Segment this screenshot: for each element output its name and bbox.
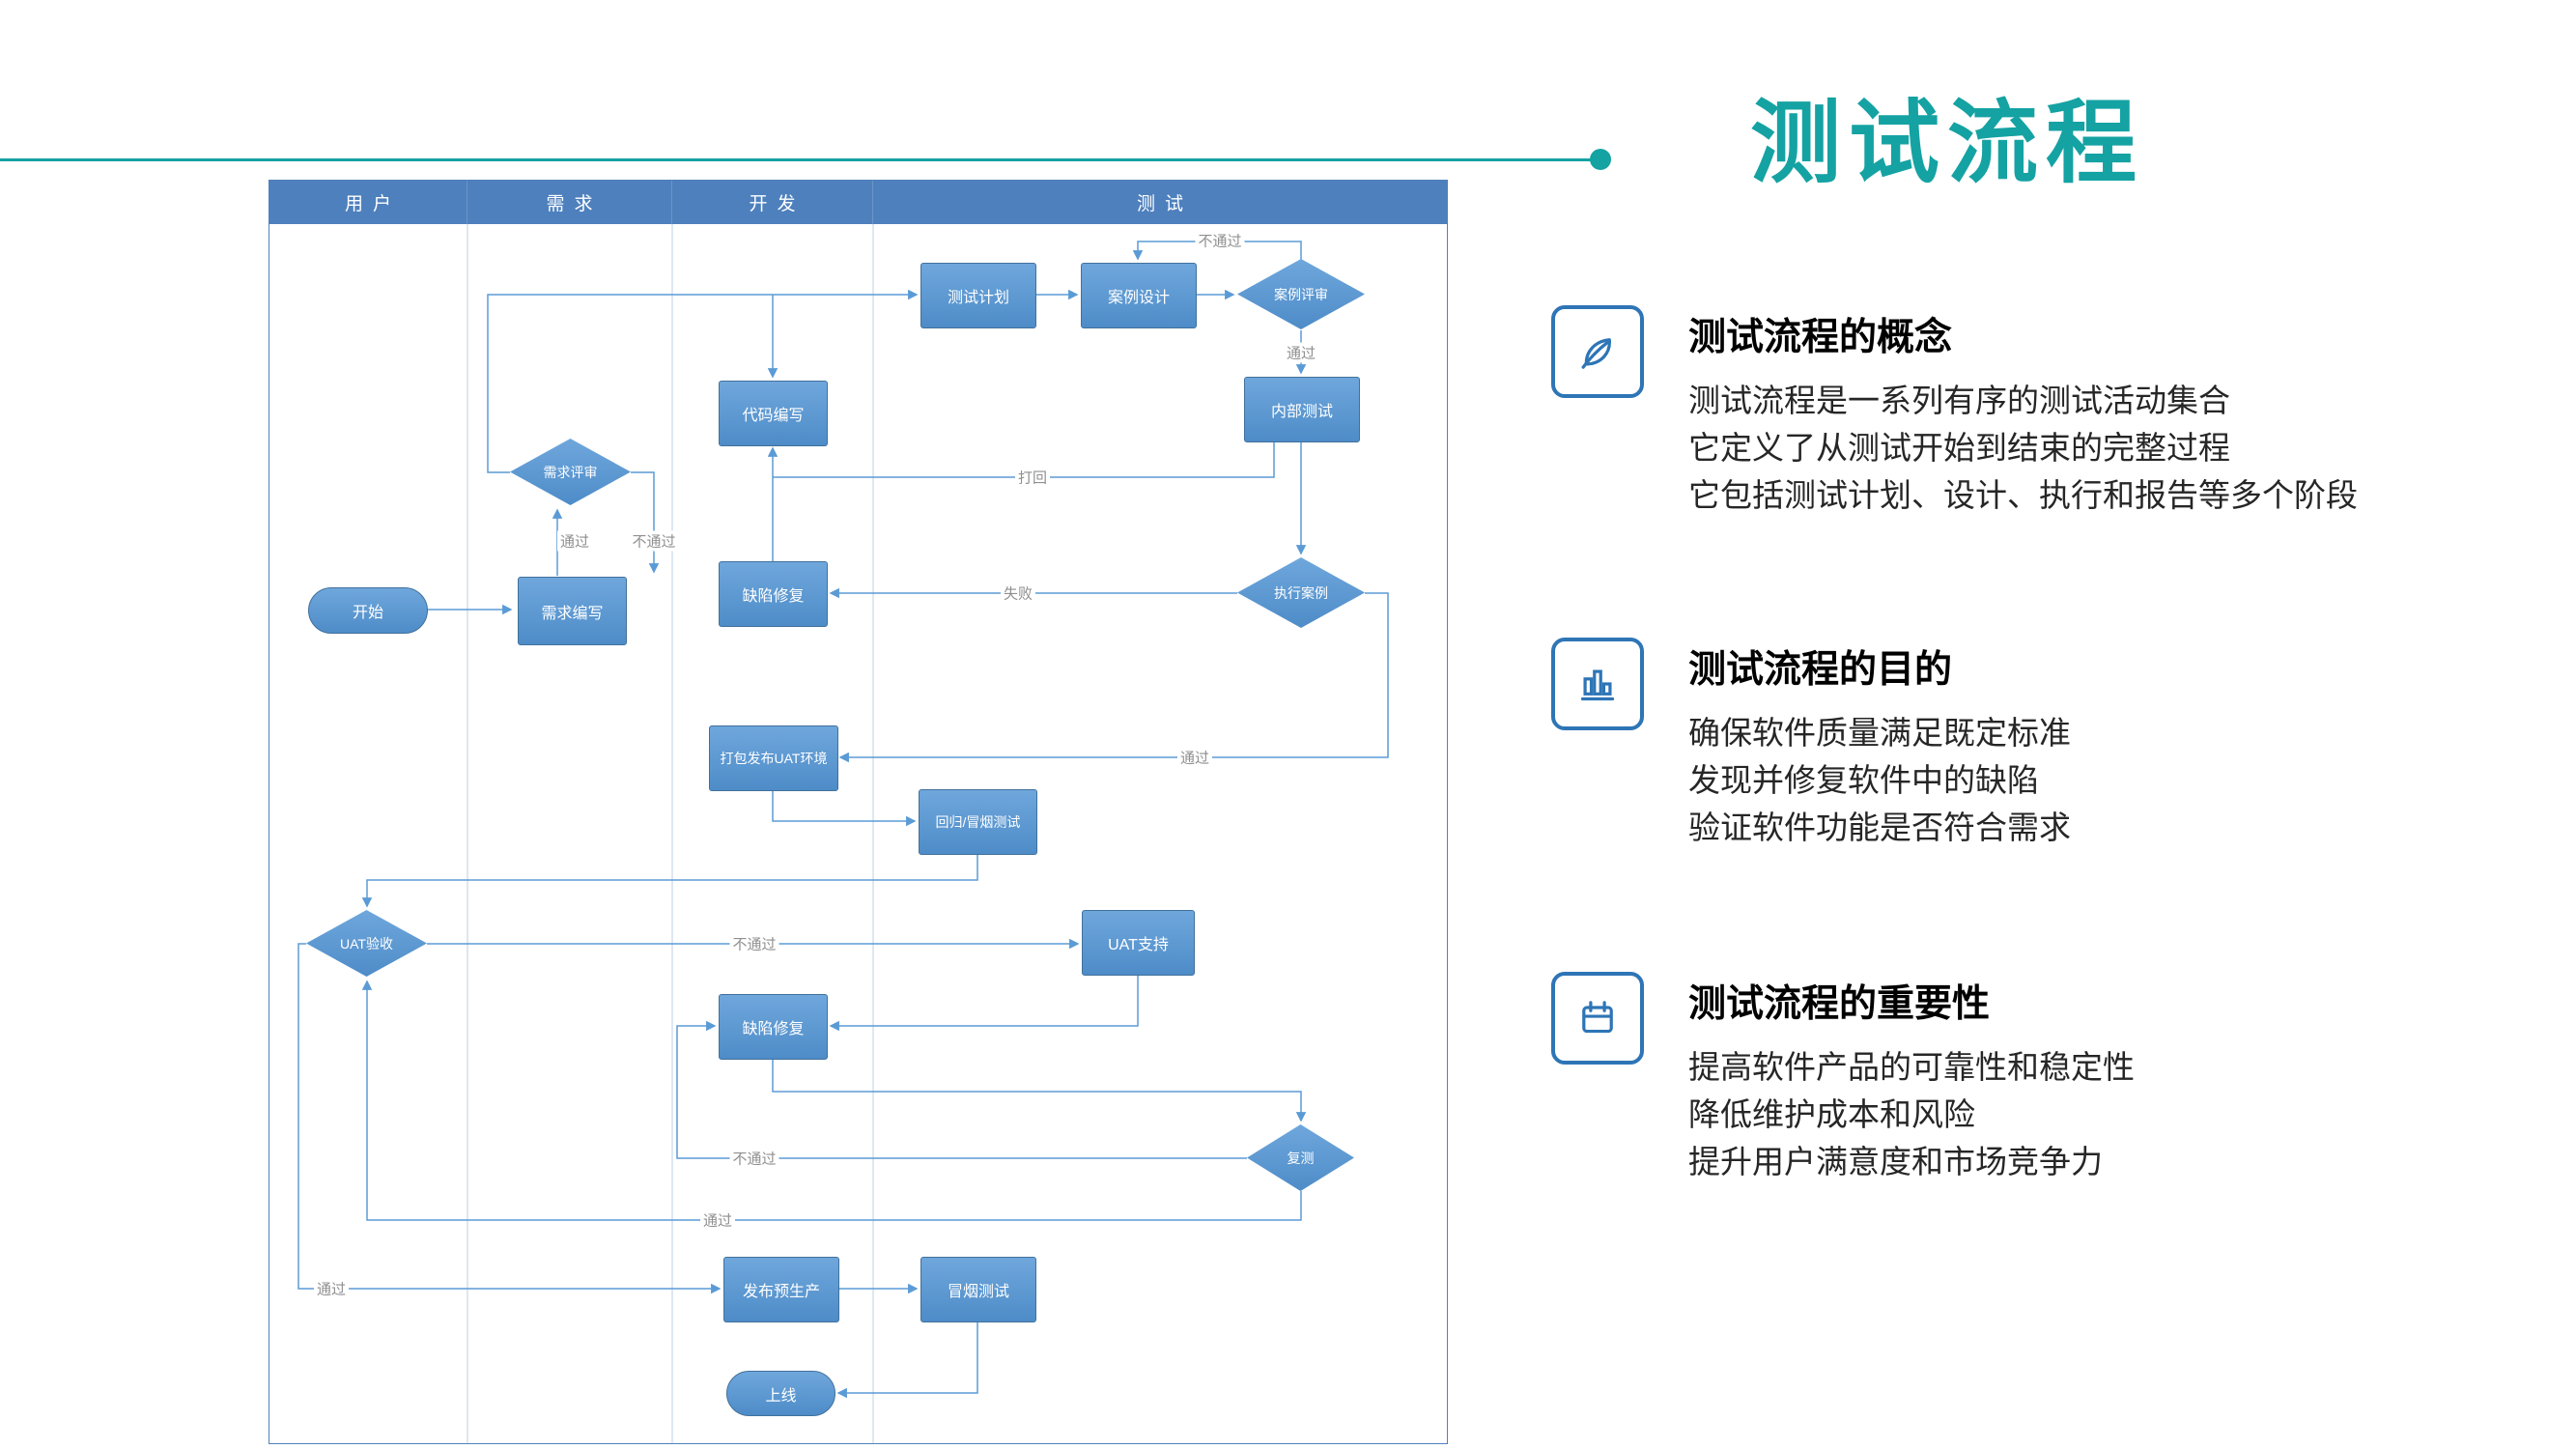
node-start: 开始 (308, 587, 428, 634)
edge-label-retest-pass: 通过 (699, 1209, 736, 1231)
pen-icon (1551, 305, 1644, 398)
edge-label-exec-fail: 失败 (1000, 582, 1036, 604)
section-line: 它定义了从测试开始到结束的完整过程 (1688, 430, 2230, 466)
edge-label-uat-pass: 通过 (313, 1278, 350, 1299)
edge-label-exec-pass: 通过 (1176, 747, 1213, 768)
edge-label-case-pass: 通过 (1283, 342, 1319, 363)
node-online: 上线 (726, 1371, 835, 1416)
node-test-plan: 测试计划 (920, 263, 1036, 328)
section-line: 测试流程是一系列有序的测试活动集合 (1688, 383, 2230, 418)
edge-label-uat-fail: 不通过 (729, 933, 779, 954)
bar-chart-icon (1551, 638, 1644, 730)
calendar-icon (1551, 972, 1644, 1065)
node-release-pre: 发布预生产 (723, 1257, 839, 1322)
edge-label-req-pass: 通过 (556, 530, 593, 552)
flow-connectors (297, 224, 1389, 1443)
lane-header-user: 用户 (269, 181, 467, 224)
node-defect-fix-2: 缺陷修复 (719, 994, 828, 1060)
accent-dot (1590, 149, 1611, 170)
edge-label-req-fail: 不通过 (629, 530, 679, 552)
node-regression-smoke: 回归/冒烟测试 (919, 789, 1037, 855)
section-heading: 测试流程的重要性 (1688, 983, 1991, 1025)
accent-rule (0, 158, 1594, 161)
edge-label-retest-fail: 不通过 (729, 1148, 779, 1169)
lane-header-development: 开发 (672, 181, 873, 224)
info-section-purpose: 测试流程的目的 确保软件质量满足既定标准 发现并修复软件中的缺陷 验证软件功能是… (1551, 638, 2071, 851)
node-req-write: 需求编写 (518, 577, 627, 645)
swimlane-flowchart: 用户 需求 开发 测试 (269, 180, 1448, 1444)
node-code-write: 代码编写 (719, 381, 828, 446)
section-heading: 测试流程的概念 (1688, 317, 1953, 358)
lane-header-requirements: 需求 (467, 181, 672, 224)
node-case-design: 案例设计 (1081, 263, 1197, 328)
lane-header-testing: 测试 (1136, 194, 1193, 214)
lane-header: 用户 需求 开发 测试 (269, 181, 1447, 224)
node-smoke-test: 冒烟测试 (920, 1257, 1036, 1322)
edge-label-case-fail: 不通过 (1195, 230, 1245, 251)
section-line: 验证软件功能是否符合需求 (1688, 810, 2071, 845)
section-line: 降低维护成本和风险 (1688, 1096, 1975, 1132)
node-package-uat: 打包发布UAT环境 (709, 725, 838, 791)
node-internal-test: 内部测试 (1244, 377, 1360, 442)
page-title: 测试流程 (1750, 92, 2145, 193)
edge-label-reject: 打回 (1014, 467, 1051, 488)
section-line: 提高软件产品的可靠性和稳定性 (1688, 1049, 2135, 1085)
info-section-importance: 测试流程的重要性 提高软件产品的可靠性和稳定性 降低维护成本和风险 提升用户满意… (1551, 972, 2135, 1185)
node-defect-fix-1: 缺陷修复 (719, 561, 828, 627)
section-heading: 测试流程的目的 (1688, 649, 1953, 691)
section-line: 发现并修复软件中的缺陷 (1688, 762, 2039, 798)
section-line: 它包括测试计划、设计、执行和报告等多个阶段 (1688, 477, 2358, 513)
section-line: 提升用户满意度和市场竞争力 (1688, 1144, 2103, 1179)
node-uat-support: UAT支持 (1082, 910, 1195, 976)
info-section-concept: 测试流程的概念 测试流程是一系列有序的测试活动集合 它定义了从测试开始到结束的完… (1551, 305, 2358, 519)
section-line: 确保软件质量满足既定标准 (1688, 715, 2071, 751)
